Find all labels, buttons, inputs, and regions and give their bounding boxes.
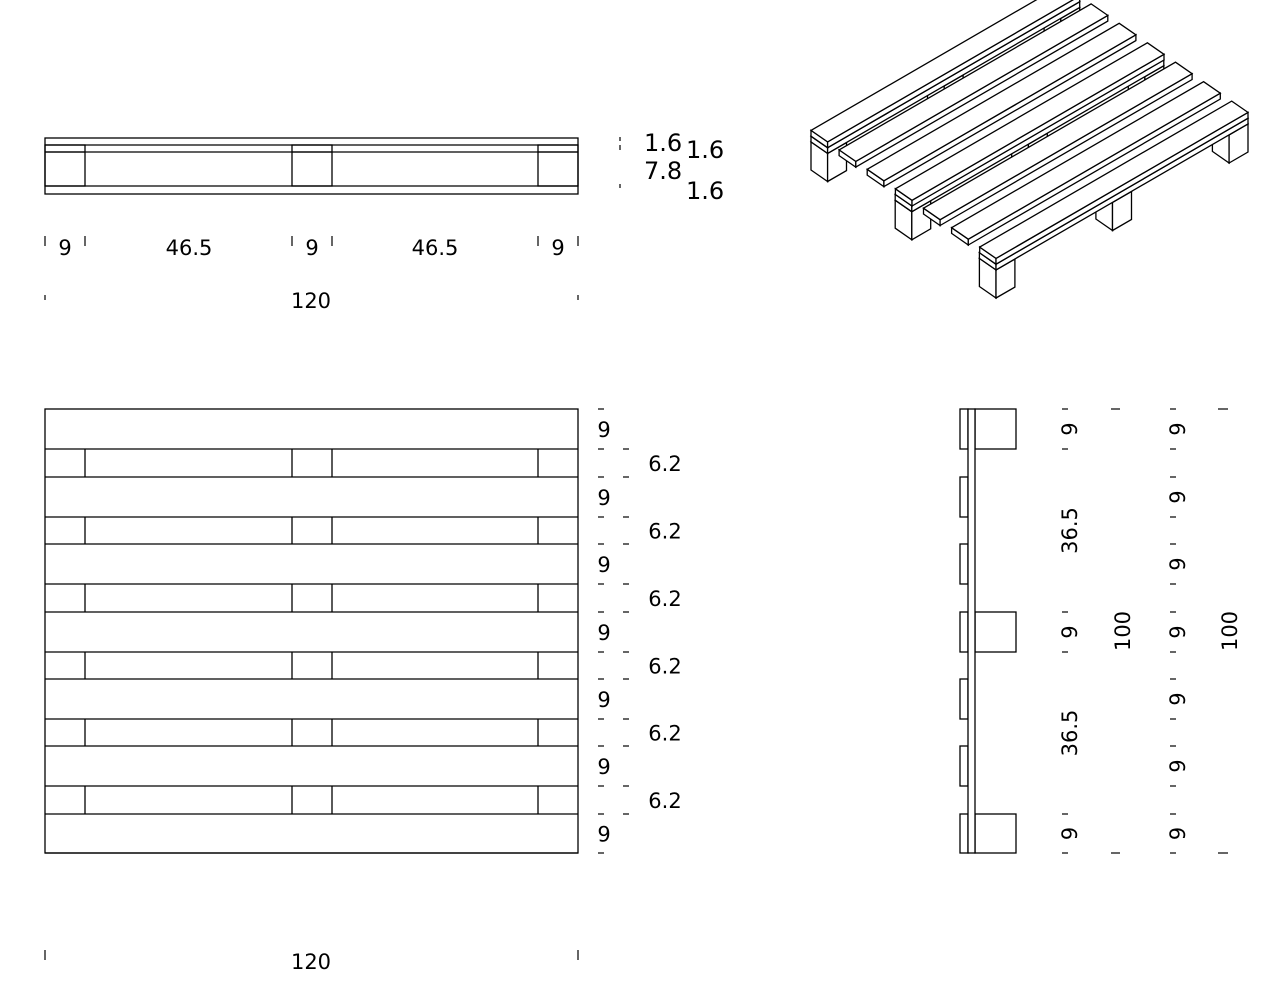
iso-deck-board-front xyxy=(826,0,1081,149)
top-gap-width: 6.2 xyxy=(648,722,681,746)
side-block xyxy=(974,611,1017,653)
top-board-width: 9 xyxy=(597,621,610,645)
iso-deck-board-top xyxy=(837,3,1110,163)
side-board xyxy=(959,476,969,518)
front-width-5: 9 xyxy=(551,236,564,260)
side-board xyxy=(959,543,969,585)
top-board-width: 9 xyxy=(597,755,610,779)
side-board-dim: 9 xyxy=(1166,759,1190,772)
side-board-dim: 9 xyxy=(1166,827,1190,840)
iso-deck-board-top xyxy=(809,0,1074,143)
top-board-width: 9 xyxy=(597,823,610,847)
side-block-dim: 36.5 xyxy=(1058,710,1082,757)
front-elevation xyxy=(44,137,579,195)
top-board-width: 9 xyxy=(597,688,610,712)
side-board xyxy=(959,745,969,787)
front-width-2: 46.5 xyxy=(166,236,213,260)
side-block-total: 100 xyxy=(1111,611,1135,651)
front-width-1: 9 xyxy=(58,236,71,260)
side-block xyxy=(974,408,1017,450)
top-gap-width: 6.2 xyxy=(648,655,681,679)
iso-deck-board-top xyxy=(950,80,1222,240)
front-height-3: 7.8 xyxy=(644,157,682,185)
top-gap-width: 6.2 xyxy=(648,452,681,476)
front-total-width: 120 xyxy=(291,289,331,313)
side-view-dimensions: 9 36.5 9 36.5 9 100 9 9 9 9 9 9 9 100 xyxy=(1058,408,1242,854)
side-board xyxy=(959,611,969,653)
top-view-dimensions: 9 9 9 9 9 9 9 6.2 6.2 6.2 6.2 6.2 6.2 xyxy=(597,408,682,854)
isometric-view xyxy=(809,0,1250,300)
front-height-1: 1.6 xyxy=(644,129,682,157)
top-view xyxy=(44,408,579,854)
top-board-width: 9 xyxy=(597,486,610,510)
top-total-width: 120 xyxy=(291,950,331,974)
side-block xyxy=(974,813,1017,854)
side-block-dim: 36.5 xyxy=(1058,507,1082,554)
side-board-dim: 9 xyxy=(1166,422,1190,435)
side-board-dim: 9 xyxy=(1166,557,1190,570)
side-block-dim: 9 xyxy=(1058,422,1082,435)
top-board-width: 9 xyxy=(597,418,610,442)
iso-deck-board-top xyxy=(922,61,1194,221)
side-board xyxy=(959,678,969,720)
top-board-width: 9 xyxy=(597,553,610,577)
top-gap-width: 6.2 xyxy=(648,789,681,813)
front-width-ticks xyxy=(44,236,579,300)
side-view xyxy=(959,408,1017,854)
side-board-dim: 9 xyxy=(1166,625,1190,638)
side-block-dim: 9 xyxy=(1058,625,1082,638)
front-height-4: 1.6 xyxy=(686,177,724,205)
top-total-ticks xyxy=(44,950,579,960)
side-board-total: 100 xyxy=(1218,611,1242,651)
front-height-2: 1.6 xyxy=(686,136,724,164)
side-board xyxy=(959,813,969,854)
iso-deck-board-top xyxy=(894,42,1166,202)
side-board xyxy=(959,408,969,450)
top-gap-width: 6.2 xyxy=(648,520,681,544)
side-block-dim: 9 xyxy=(1058,827,1082,840)
front-width-4: 46.5 xyxy=(412,236,459,260)
iso-deck-board-top xyxy=(978,100,1250,260)
side-board-dim: 9 xyxy=(1166,692,1190,705)
front-width-3: 9 xyxy=(305,236,318,260)
top-gap-width: 6.2 xyxy=(648,587,681,611)
side-stringer-board xyxy=(967,408,976,854)
iso-deck-board-top xyxy=(865,22,1138,182)
side-board-dim: 9 xyxy=(1166,490,1190,503)
